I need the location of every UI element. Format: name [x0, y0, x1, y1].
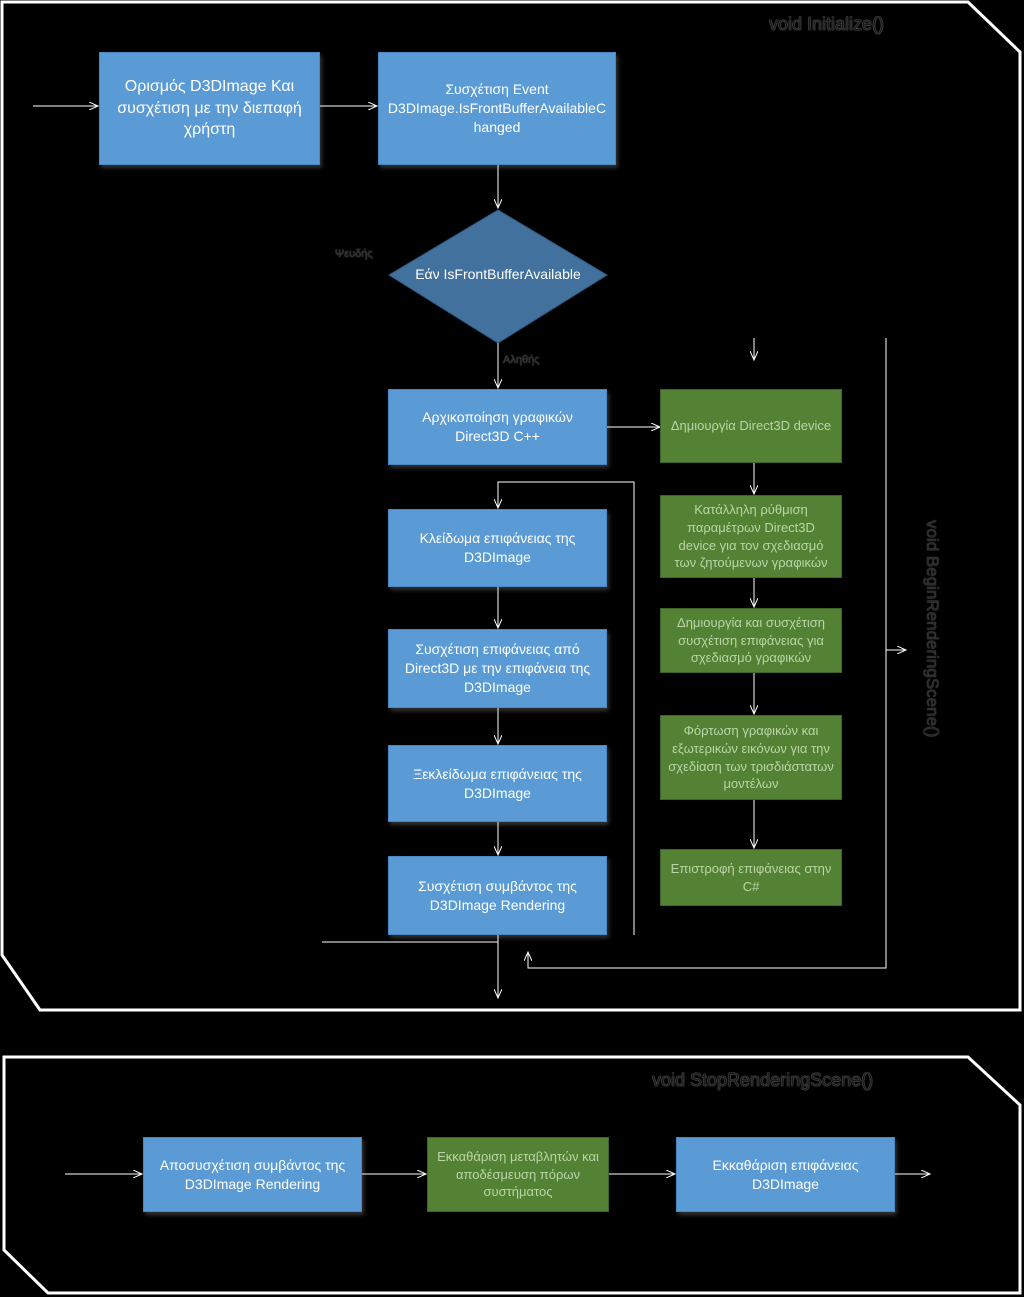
cleanup-surface-text: Εκκαθάριση επιφάνειας D3DImage	[712, 1156, 859, 1192]
associate-event-box: Συσχέτιση Event D3DImage.IsFrontBufferAv…	[378, 52, 616, 165]
create-surface-text: Δημιουργία και συσχέτιση συσχέτιση επιφά…	[677, 615, 825, 666]
associate-rendering-box: Συσχέτιση συμβάντος της D3DImage Renderi…	[388, 856, 607, 935]
create-surface-box: Δημιουργία και συσχέτιση συσχέτιση επιφά…	[660, 608, 842, 673]
init-graphics-text: Αρχικοποίηση γραφικών Direct3D C++	[422, 409, 573, 444]
dissociate-event-text: Αποσυσχέτιση συμβάντος της D3DImage Rend…	[159, 1156, 346, 1192]
cleanup-variables-box: Εκκαθάριση μεταβλητών και αποδέσμευση πό…	[427, 1137, 609, 1212]
init-graphics-box: Αρχικοποίηση γραφικών Direct3D C++	[388, 389, 607, 465]
true-branch-label: Αληθής	[503, 354, 540, 366]
begin-rendering-bracket	[528, 338, 887, 969]
stop-rendering-container	[2, 1055, 1022, 1295]
initialize-container	[0, 0, 1022, 1012]
loop-to-lock-arrow	[498, 481, 635, 935]
configure-device-text: Κατάλληλη ρύθμιση παραμέτρων Direct3D de…	[674, 502, 828, 571]
associate-event-text: Συσχέτιση Event D3DImage.IsFrontBufferAv…	[387, 81, 607, 135]
dissociate-event-box: Αποσυσχέτιση συμβάντος της D3DImage Rend…	[143, 1137, 362, 1212]
associate-rendering-text: Συσχέτιση συμβάντος της D3DImage Renderi…	[418, 877, 577, 913]
configure-device-box: Κατάλληλη ρύθμιση παραμέτρων Direct3D de…	[660, 495, 842, 578]
define-d3dimage-text: Ορισμός D3DImage Και συσχέτιση με την δι…	[117, 78, 302, 139]
create-device-box: Δημιουργία Direct3D device	[660, 389, 842, 463]
return-surface-box: Επιστροφή επιφάνειας στην C#	[660, 849, 842, 906]
load-graphics-box: Φόρτωση γραφικών και εξωτερικών εικόνων …	[660, 715, 842, 800]
cleanup-surface-box: Εκκαθάριση επιφάνειας D3DImage	[676, 1137, 895, 1212]
define-d3dimage-box: Ορισμός D3DImage Και συσχέτιση με την δι…	[99, 52, 320, 165]
decision-text: Εάν IsFrontBufferAvailable	[415, 266, 581, 282]
unlock-surface-text: Ξεκλείδωμα επιφάνειας της D3DImage	[413, 765, 582, 801]
cleanup-variables-text: Εκκαθάριση μεταβλητών και αποδέσμευση πό…	[437, 1149, 599, 1200]
associate-surface-text: Συσχέτιση επιφάνειας από Direct3D με την…	[404, 641, 591, 695]
lock-surface-box: Κλείδωμα επιφάνειας της D3DImage	[388, 509, 607, 587]
create-device-text: Δημιουργία Direct3D device	[670, 418, 832, 434]
lock-surface-text: Κλείδωμα επιφάνειας της D3DImage	[419, 530, 576, 565]
initialize-title: void Initialize()	[769, 14, 885, 34]
begin-rendering-title: void BeginRenderingScene()	[923, 520, 942, 738]
stop-rendering-title: void StopRenderingScene()	[652, 1070, 874, 1090]
unlock-surface-box: Ξεκλείδωμα επιφάνειας της D3DImage	[388, 745, 607, 822]
associate-surface-box: Συσχέτιση επιφάνειας από Direct3D με την…	[388, 629, 607, 708]
return-surface-text: Επιστροφή επιφάνειας στην C#	[670, 860, 832, 894]
load-graphics-text: Φόρτωση γραφικών και εξωτερικών εικόνων …	[668, 723, 834, 792]
false-branch-label: Ψευδής	[335, 248, 373, 260]
